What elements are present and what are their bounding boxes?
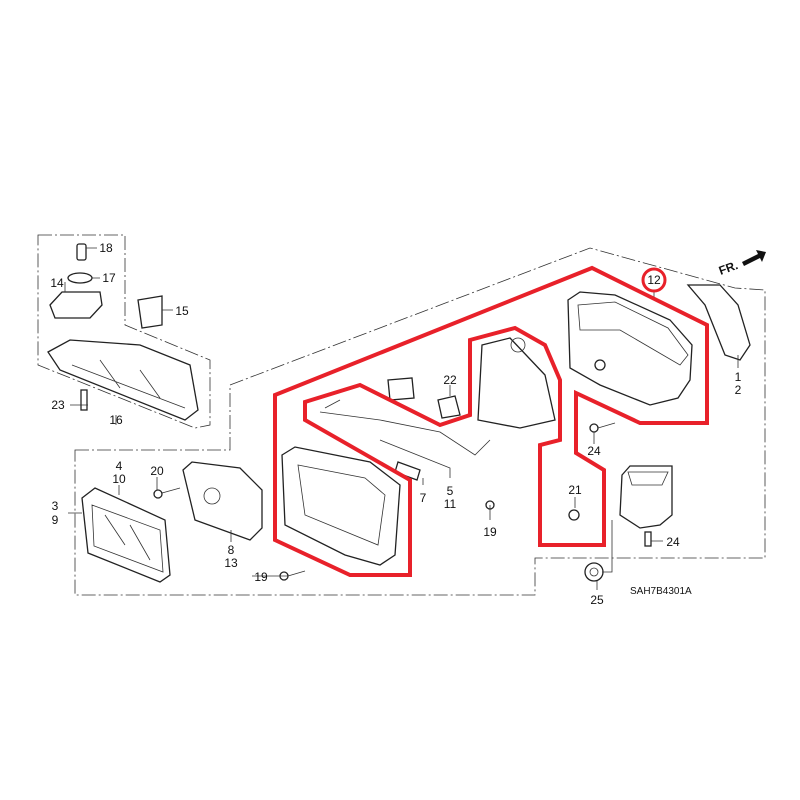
cover-15-icon: [137, 295, 163, 329]
group-boundary-interior-mirror: [37, 234, 211, 429]
callout-17: 17: [102, 271, 116, 285]
callout-5: 5: [447, 484, 454, 498]
callout-22: 22: [443, 373, 457, 387]
callout-19a: 19: [254, 570, 268, 584]
screw-19-icon: [279, 570, 306, 581]
callout-10: 10: [112, 472, 126, 486]
interior-mirror-16-icon: [47, 339, 199, 421]
callout-15: 15: [175, 304, 189, 318]
screw-20-icon: [153, 487, 181, 499]
nut-25-icon: [584, 562, 604, 582]
bolt-21-icon: [568, 509, 580, 521]
motor-base-icon: [477, 337, 556, 429]
callout-12: 12: [647, 273, 661, 287]
spring-7-icon: [394, 461, 421, 481]
group-boundary-door-mirror: [74, 247, 766, 596]
turn-signal-housing-icon: [619, 465, 673, 529]
diagram-code: SAH7B4301A: [630, 586, 692, 597]
mount-base-14-icon: [49, 291, 103, 319]
callout-18: 18: [99, 241, 113, 255]
screw-18-icon: [76, 243, 87, 261]
bracket-icon: [686, 284, 751, 361]
callout-13: 13: [224, 556, 238, 570]
clip-22-icon: [437, 395, 461, 419]
callout-24b: 24: [666, 535, 680, 549]
mirror-glass-icon: [81, 487, 171, 583]
screw-23-icon: [80, 389, 88, 411]
actuator-icon: [182, 461, 263, 541]
callout-24a: 24: [587, 444, 601, 458]
mirror-cover-icon: [567, 291, 693, 406]
callout-14: 14: [50, 276, 64, 290]
connector-icon: [387, 377, 415, 401]
callout-21: 21: [568, 483, 582, 497]
callout-23: 23: [51, 398, 65, 412]
callout-9: 9: [52, 513, 59, 527]
callout-11: 11: [444, 497, 457, 511]
callout-20: 20: [150, 464, 164, 478]
callout-7: 7: [420, 491, 427, 505]
callout-25: 25: [590, 593, 604, 607]
screw-24a-icon: [589, 422, 616, 433]
callout-3: 3: [52, 499, 59, 513]
housing-frame-icon: [281, 446, 401, 566]
front-indicator: FR.: [717, 258, 740, 278]
screw-24b-icon: [644, 531, 652, 547]
callout-8: 8: [228, 543, 235, 557]
callout-2: 2: [735, 383, 742, 397]
callout-19b: 19: [483, 525, 497, 539]
callout-4: 4: [116, 459, 123, 473]
highlight-circle-12: [641, 267, 667, 293]
callout-1: 1: [735, 370, 742, 384]
front-arrow-icon: [742, 250, 766, 266]
washer-17-icon: [67, 272, 93, 284]
harness-icon: [319, 399, 491, 456]
highlight-outline: [273, 265, 709, 577]
leader-lines: [64, 247, 739, 590]
callout-16: 16: [109, 413, 123, 427]
